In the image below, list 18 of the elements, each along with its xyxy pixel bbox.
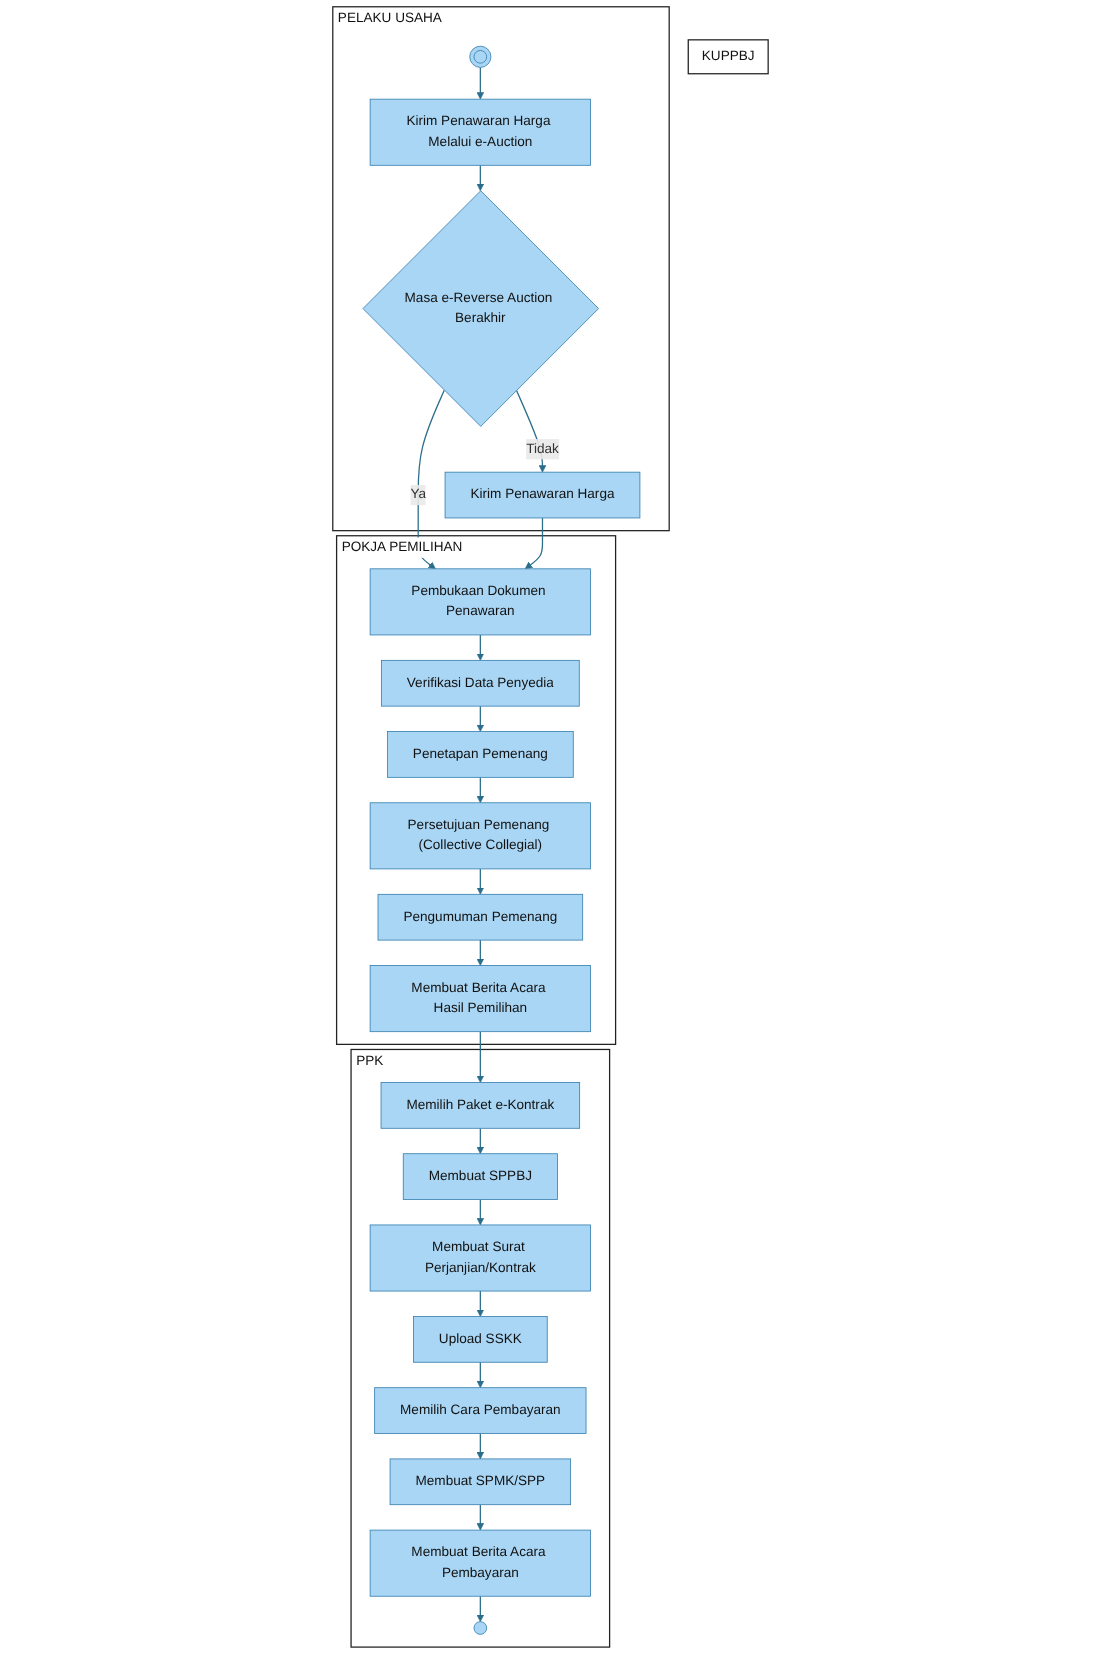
arrow	[524, 517, 543, 570]
arrow	[476, 1595, 484, 1623]
arrow	[476, 634, 484, 661]
arrow	[476, 868, 484, 895]
arrow	[476, 1432, 484, 1460]
node-circle	[473, 1621, 487, 1635]
arrow	[476, 1198, 484, 1226]
arrow	[476, 164, 484, 192]
arrow	[476, 1290, 484, 1317]
arrow	[476, 1361, 484, 1389]
arrow	[476, 776, 484, 804]
arrow	[515, 389, 546, 473]
arrow	[476, 1127, 484, 1155]
arrow	[476, 939, 484, 966]
arrow	[476, 66, 484, 100]
arrow	[476, 1504, 484, 1531]
arrow	[476, 705, 484, 732]
arrow	[476, 1031, 484, 1083]
